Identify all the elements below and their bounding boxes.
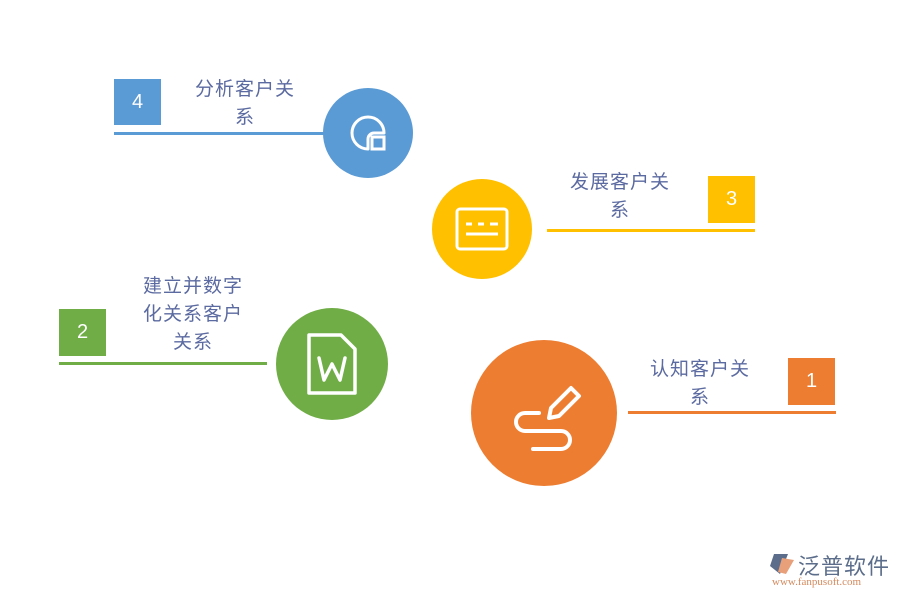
step-3-circle — [432, 179, 532, 279]
step-3-label-line2: 系 — [609, 199, 630, 221]
step-2-circle — [276, 308, 388, 420]
step-2-underline — [59, 362, 267, 365]
step-3-label: 发展客户关 系 — [545, 168, 695, 224]
logo-url: www.fanpusoft.com — [772, 576, 862, 588]
step-4-label-line2: 系 — [234, 106, 255, 128]
company-logo: 泛普软件 www.fanpusoft.com — [768, 552, 893, 592]
message-card-icon — [455, 207, 509, 251]
step-3-number-badge: 3 — [708, 176, 755, 223]
step-4-circle — [323, 88, 413, 178]
step-1-circle — [471, 340, 617, 486]
logo-name: 泛普软件 — [798, 555, 891, 580]
step-2-number-badge: 2 — [59, 309, 106, 356]
step-4-label: 分析客户关 系 — [170, 75, 320, 131]
step-1-label-line2: 系 — [689, 386, 710, 408]
step-1-underline — [628, 411, 836, 414]
logo-mark-icon — [770, 554, 794, 574]
step-1-label: 认知客户关 系 — [625, 355, 775, 411]
step-4-number-badge: 4 — [114, 79, 161, 125]
step-4-underline — [114, 132, 324, 135]
step-1-number-badge: 1 — [788, 358, 835, 405]
step-2-label-line3: 关系 — [172, 331, 213, 353]
step-3-label-line1: 发展客户关 — [569, 171, 670, 193]
step-1-label-line1: 认知客户关 — [649, 358, 750, 380]
word-document-icon — [307, 333, 357, 395]
step-3-underline — [547, 229, 755, 232]
step-2-label: 建立并数字 化关系客户 关系 — [118, 272, 268, 356]
step-2-label-line1: 建立并数字 — [142, 275, 243, 297]
step-4-label-line1: 分析客户关 — [194, 78, 295, 100]
pie-chart-icon — [350, 115, 386, 151]
step-2-label-line2: 化关系客户 — [142, 303, 243, 325]
pen-path-icon — [514, 386, 581, 451]
